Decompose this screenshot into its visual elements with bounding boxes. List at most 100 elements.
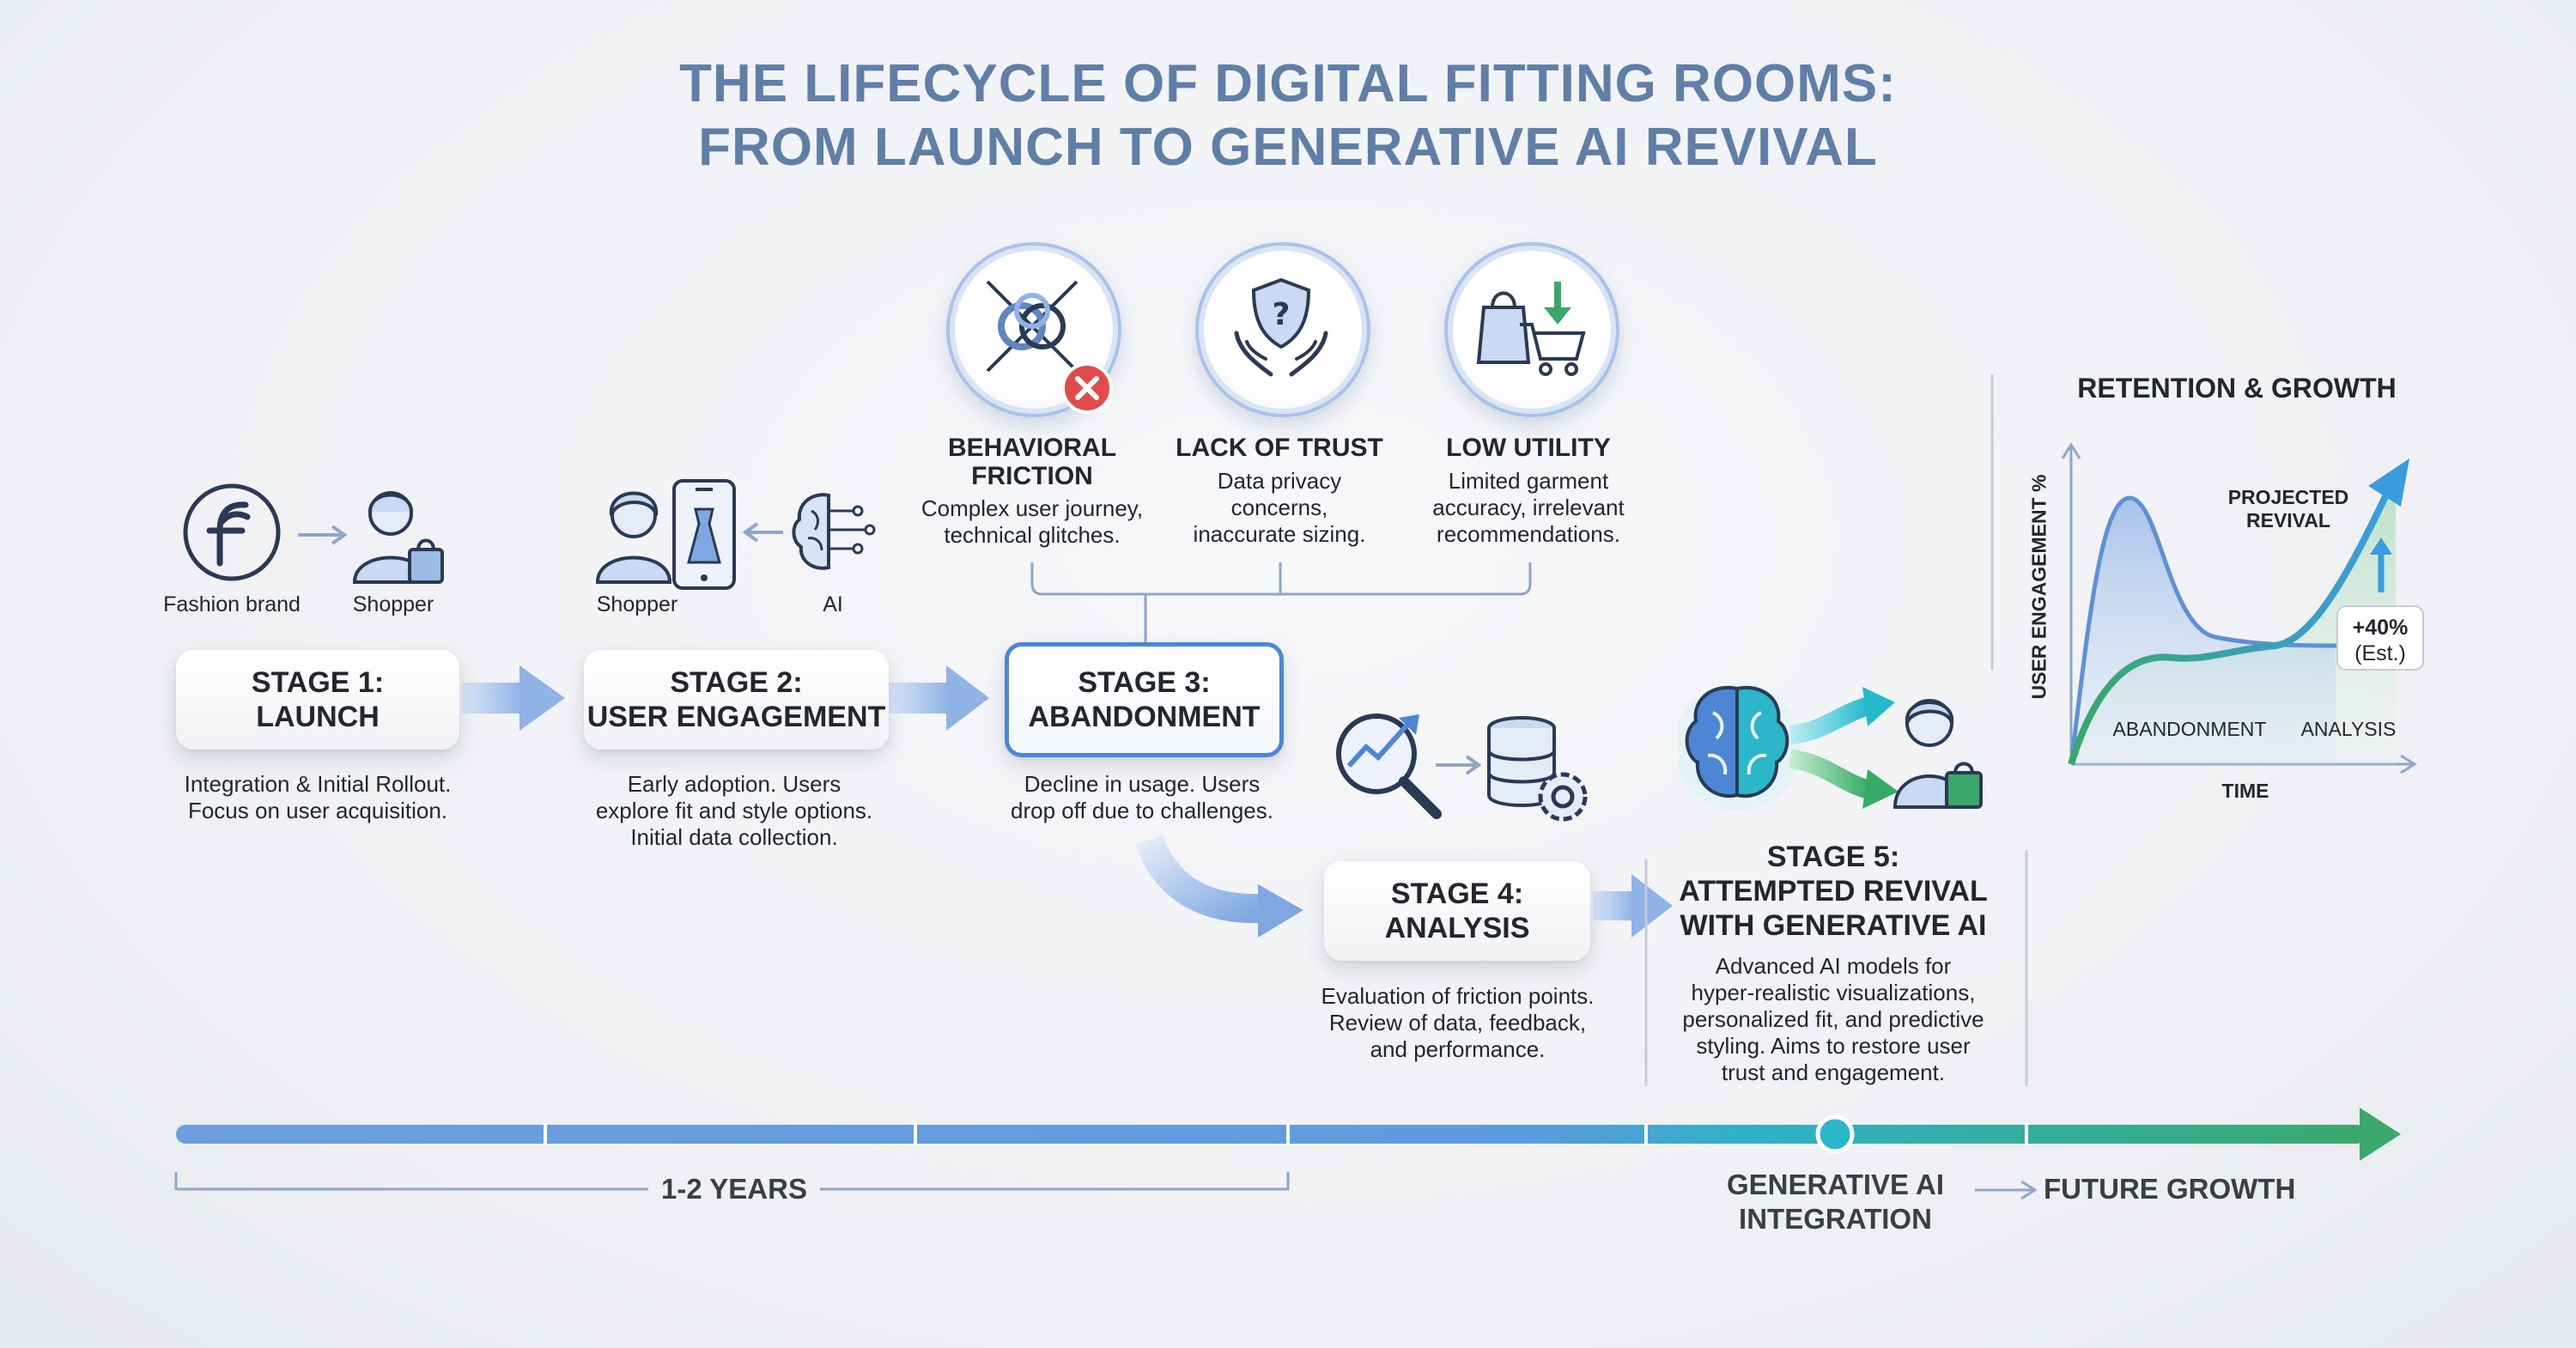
future-growth-arrow (1975, 1180, 2038, 1200)
stage-2-desc-line: explore fit and style options. (595, 798, 873, 823)
timeline-marker-genai (1815, 1114, 1855, 1154)
magnifier-chart-icon (1336, 713, 1442, 819)
label-shopper-stage1: Shopper (352, 592, 434, 616)
timeline-future-growth: FUTURE GROWTH (2044, 1173, 2296, 1205)
chart-y-axis-label-wrap: USER ENGAGEMENT % (2026, 446, 2063, 730)
stage-4-desc-line: Review of data, feedback, (1328, 1010, 1587, 1035)
chart-label-analysis: ANALYSIS (2300, 718, 2397, 740)
stage-2-description: Early adoption. Users explore fit and st… (562, 771, 906, 851)
page-title-line-2: FROM LAUNCH TO GENERATIVE AI REVIVAL (698, 118, 1878, 177)
chart-title: RETENTION & GROWTH (2077, 373, 2397, 404)
shopping-bag-cart-icon (1476, 282, 1586, 376)
stage-2-title-line2: USER ENGAGEMENT (586, 701, 886, 733)
challenge-title-line: LOW UTILITY (1446, 434, 1611, 462)
label-shopper-stage2: Shopper (596, 592, 678, 616)
challenge-desc-behavioral-friction: Complex user journey, technical glitches… (903, 495, 1161, 549)
stage-5-desc-line: Advanced AI models for (1715, 953, 1952, 979)
stage-1-desc-line: Focus on user acquisition. (187, 798, 448, 823)
stage-5-title-line: WITH GENERATIVE AI (1680, 909, 1987, 942)
stage-5-title-line: ATTEMPTED REVIVAL (1679, 875, 1988, 908)
stage-3-title-line1: STAGE 3: (1078, 666, 1211, 699)
stage-5-desc-line: styling. Aims to restore user (1696, 1033, 1971, 1059)
stage-3-desc-line: Decline in usage. Users (1024, 771, 1261, 797)
arrow-left-icon (742, 522, 783, 543)
label-fashion-brand: Fashion brand (163, 592, 301, 616)
challenge-desc-line: inaccurate sizing. (1193, 521, 1366, 547)
timeline-years-label: 1-2 YEARS (661, 1173, 807, 1205)
stage-1-box: STAGE 1: LAUNCH (176, 650, 459, 750)
challenge-desc-line: Limited garment (1448, 468, 1609, 494)
chart-projected-line: REVIVAL (2246, 509, 2330, 531)
retention-chart (2061, 442, 2424, 774)
challenge-title-line: BEHAVIORAL (947, 434, 1117, 462)
timeline-genai-line: GENERATIVE AI (1726, 1169, 1945, 1200)
shield-question-hands-icon: ? (1234, 277, 1328, 377)
arrow-right-icon (298, 525, 348, 545)
stage-4-title-line2: ANALYSIS (1384, 912, 1530, 944)
challenge-title-low-utility: LOW UTILITY (1400, 434, 1657, 462)
challenge-title-line: LACK OF TRUST (1176, 434, 1383, 462)
stage-4-desc-line: Evaluation of friction points. (1321, 983, 1595, 1009)
database-gear-icon (1487, 716, 1588, 822)
challenge-desc-line: Complex user journey, (920, 495, 1144, 521)
arrow-stage1-to-stage2 (462, 665, 565, 731)
tangled-knot-icon (986, 280, 1078, 373)
challenge-desc-line: technical glitches. (944, 522, 1121, 548)
stage-1-title-line2: LAUNCH (256, 701, 380, 733)
shopper-icon (595, 491, 672, 584)
stage-4-description: Evaluation of friction points. Review of… (1288, 983, 1627, 1063)
chart-callout-line: (Est.) (2354, 641, 2406, 665)
stage-1-description: Integration & Initial Rollout. Focus on … (146, 771, 489, 824)
chart-line-engagement (2069, 495, 2338, 765)
stage-2-title-line1: STAGE 2: (670, 666, 803, 699)
chart-x-axis-label: TIME (2221, 780, 2269, 802)
challenge-desc-low-utility: Limited garment accuracy, irrelevant rec… (1400, 468, 1657, 548)
stage-5-title: STAGE 5: ATTEMPTED REVIVAL WITH GENERATI… (1653, 840, 2014, 943)
fashion-brand-logo-icon (183, 483, 281, 581)
stage-4-box: STAGE 4: ANALYSIS (1324, 861, 1590, 961)
error-x-icon (1061, 362, 1113, 414)
chart-revival-arrowhead (2368, 458, 2409, 507)
arrow-stage4-to-stage5 (1593, 874, 1673, 938)
timeline-bar (176, 1108, 2401, 1161)
label-ai: AI (823, 592, 843, 616)
shopper-icon (352, 491, 444, 584)
challenge-title-lack-of-trust: LACK OF TRUST (1151, 434, 1408, 462)
curved-arrow-stage3-to-stage4 (1134, 834, 1303, 938)
chart-y-axis-label: USER ENGAGEMENT % (2027, 474, 2050, 700)
timeline-genai-line: INTEGRATION (1739, 1203, 1932, 1235)
stage-1-desc-line: Integration & Initial Rollout. (184, 771, 452, 797)
challenge-desc-lack-of-trust: Data privacy concerns, inaccurate sizing… (1151, 468, 1408, 548)
ai-brain-icon (792, 493, 876, 570)
chart-callout-box (2336, 605, 2424, 671)
stage-5-desc-line: trust and engagement. (1721, 1060, 1946, 1085)
chart-label-abandonment: ABANDONMENT (2112, 718, 2267, 740)
stage-5-description: Advanced AI models for hyper-realistic v… (1657, 953, 2009, 1086)
stage-1-title-line1: STAGE 1: (251, 666, 385, 699)
chart-callout-text: +40% (Est.) (2337, 615, 2423, 666)
chart-projected-line: PROJECTED (2227, 486, 2349, 508)
challenge-desc-line: recommendations. (1437, 521, 1620, 547)
stage-3-description: Decline in usage. Users drop off due to … (970, 771, 1314, 824)
stage-3-box: STAGE 3: ABANDONMENT (1005, 642, 1284, 757)
timeline-genai-label: GENERATIVE AI INTEGRATION (1696, 1168, 1975, 1236)
years-bracket (174, 1172, 1290, 1191)
stage-5-desc-line: hyper-realistic visualizations, (1691, 980, 1976, 1005)
chart-callout-line: +40% (2352, 616, 2409, 640)
challenge-desc-line: Data privacy (1217, 468, 1342, 494)
arrow-stage2-to-stage3 (889, 665, 989, 731)
genai-brain-to-shopper-icon (1679, 683, 1983, 811)
stage-2-box: STAGE 2: USER ENGAGEMENT (584, 650, 889, 750)
challenge-title-line: FRICTION (971, 462, 1093, 490)
stage-2-desc-line: Initial data collection. (630, 824, 838, 850)
smartphone-dress-icon (672, 479, 736, 590)
stage-2-desc-line: Early adoption. Users (627, 771, 841, 797)
svg-text:?: ? (1273, 297, 1291, 332)
challenge-bracket (1030, 562, 1532, 642)
stage-5-desc-line: personalized fit, and predictive (1682, 1006, 1984, 1032)
stage-4-title-line1: STAGE 4: (1390, 877, 1524, 910)
arrow-right-icon (1436, 755, 1482, 775)
challenge-desc-line: concerns, (1230, 495, 1328, 520)
stage-5-title-line: STAGE 5: (1766, 841, 1900, 873)
